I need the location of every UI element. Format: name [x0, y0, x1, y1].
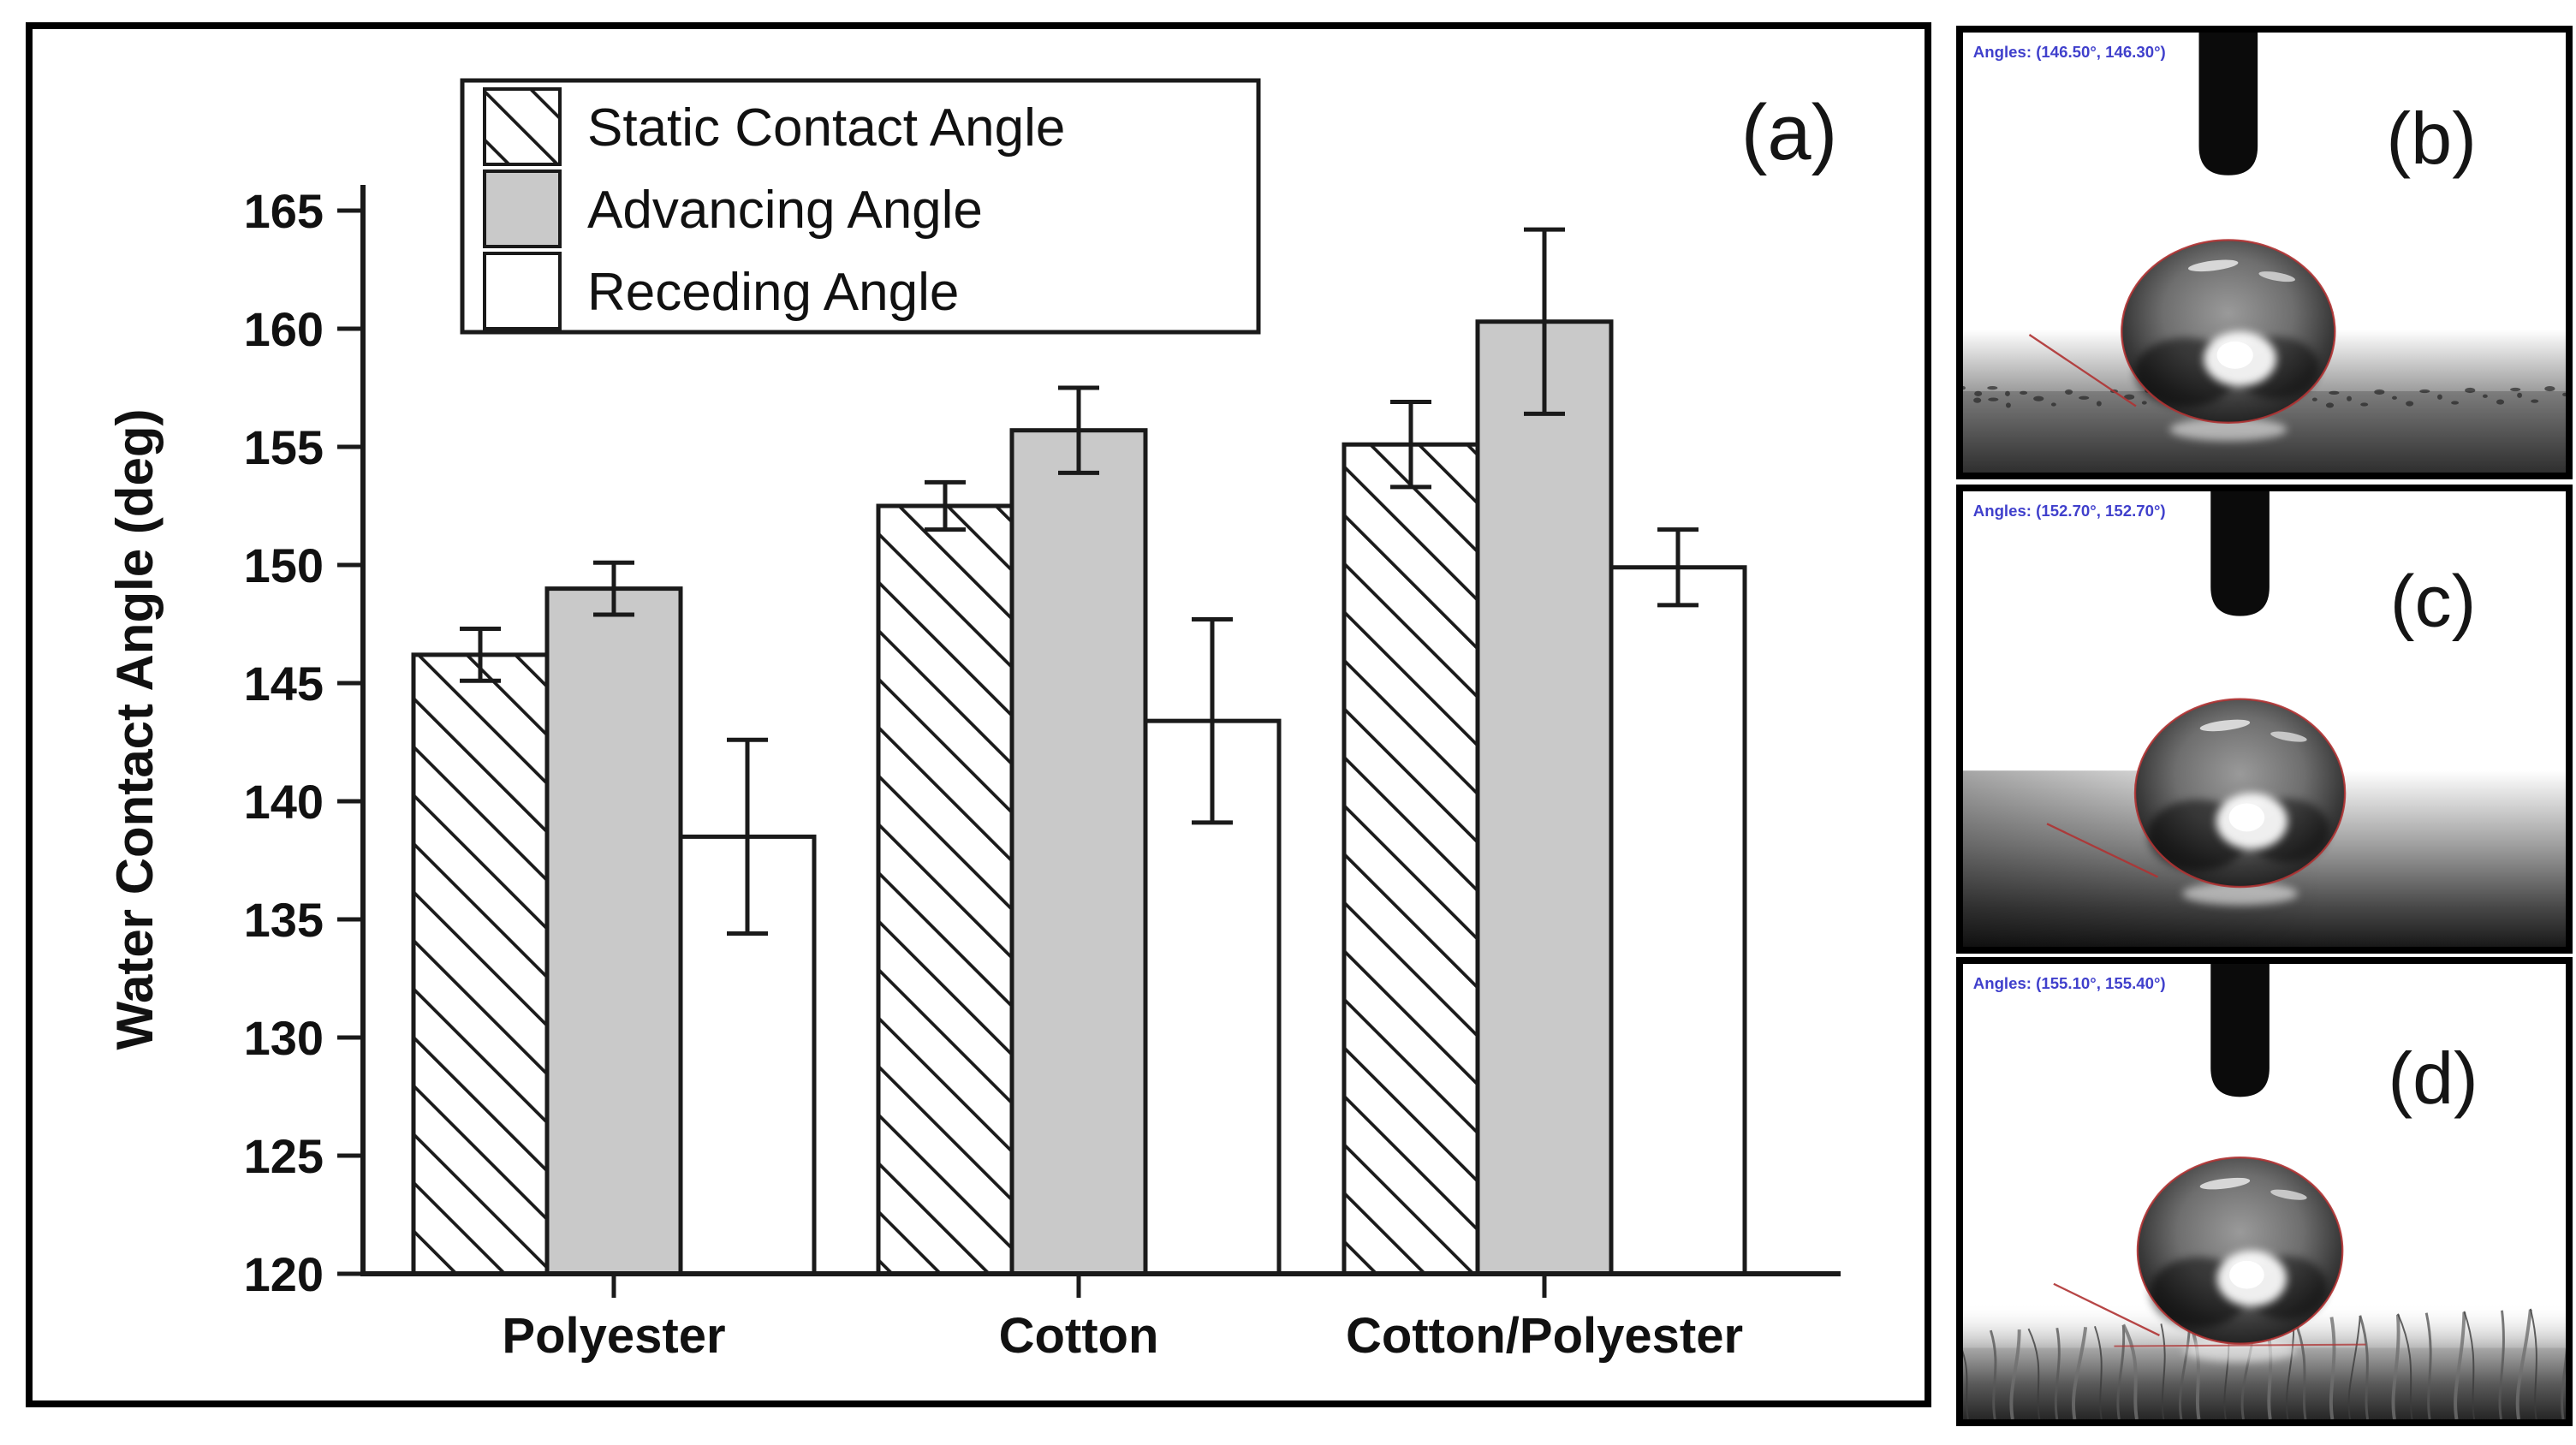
y-axis-title: Water Contact Angle (deg) — [106, 409, 164, 1050]
legend-label-0: Static Contact Angle — [587, 98, 1065, 158]
bar-receding-angle-2 — [1609, 565, 1747, 1276]
droplet-photo-d: Angles: (155.10°, 155.40°) (d) — [1963, 964, 2566, 1419]
panel-label: (d) — [2388, 1038, 2478, 1120]
bars — [411, 227, 1747, 1276]
panel-label: (a) — [1741, 89, 1837, 176]
bar-advancing-angle-1 — [1009, 428, 1148, 1276]
angle-readout: Angles: (146.50°, 146.30°) — [1973, 43, 2166, 61]
panel-d-droplet-photo: Angles: (155.10°, 155.40°) (d) — [1956, 957, 2573, 1426]
x-category-label: Cotton — [999, 1308, 1159, 1364]
droplet-scene-c — [1963, 491, 2566, 947]
legend-swatch-2 — [483, 252, 562, 330]
y-tick-label: 155 — [244, 420, 324, 474]
series-1 — [544, 227, 1614, 1276]
droplet-scene-b — [1963, 33, 2566, 473]
angle-readout: Angles: (152.70°, 152.70°) — [1973, 502, 2166, 520]
y-tick-label: 125 — [244, 1129, 324, 1183]
y-tick-label: 145 — [244, 657, 324, 711]
panel-label: (c) — [2390, 561, 2477, 643]
y-tick-label: 135 — [244, 893, 324, 947]
droplet-scene-d — [1963, 964, 2566, 1419]
x-category-label: Polyester — [502, 1308, 725, 1364]
droplet-photo-b: Angles: (146.50°, 146.30°) (b) — [1963, 33, 2566, 473]
bar-static-contact-angle-2 — [1342, 442, 1480, 1276]
series-2 — [678, 527, 1747, 1276]
legend-swatch-0 — [483, 87, 562, 166]
y-tick-label: 160 — [244, 302, 324, 356]
bar-static-contact-angle-0 — [411, 652, 550, 1276]
panel-b-droplet-photo: Angles: (146.50°, 146.30°) (b) — [1956, 26, 2573, 479]
y-tick-label: 140 — [244, 775, 324, 829]
bar-static-contact-angle-1 — [876, 503, 1014, 1276]
panel-c-droplet-photo: Angles: (152.70°, 152.70°) (c) — [1956, 485, 2573, 954]
legend-swatch-1 — [483, 169, 562, 248]
y-tick-label: 150 — [244, 538, 324, 592]
bar-advancing-angle-2 — [1475, 319, 1614, 1276]
angle-readout: Angles: (155.10°, 155.40°) — [1973, 974, 2166, 992]
bar-advancing-angle-0 — [544, 586, 683, 1276]
x-category-label: Cotton/Polyester — [1346, 1308, 1743, 1364]
series-0 — [411, 400, 1480, 1276]
y-tick-label: 165 — [244, 184, 324, 238]
legend-label-2: Receding Angle — [587, 263, 959, 322]
droplet-photo-c: Angles: (152.70°, 152.70°) (c) — [1963, 491, 2566, 947]
y-tick-label: 120 — [244, 1247, 324, 1301]
legend-label-1: Advancing Angle — [587, 181, 983, 240]
panel-label: (b) — [2386, 98, 2476, 180]
y-tick-label: 130 — [244, 1011, 324, 1065]
